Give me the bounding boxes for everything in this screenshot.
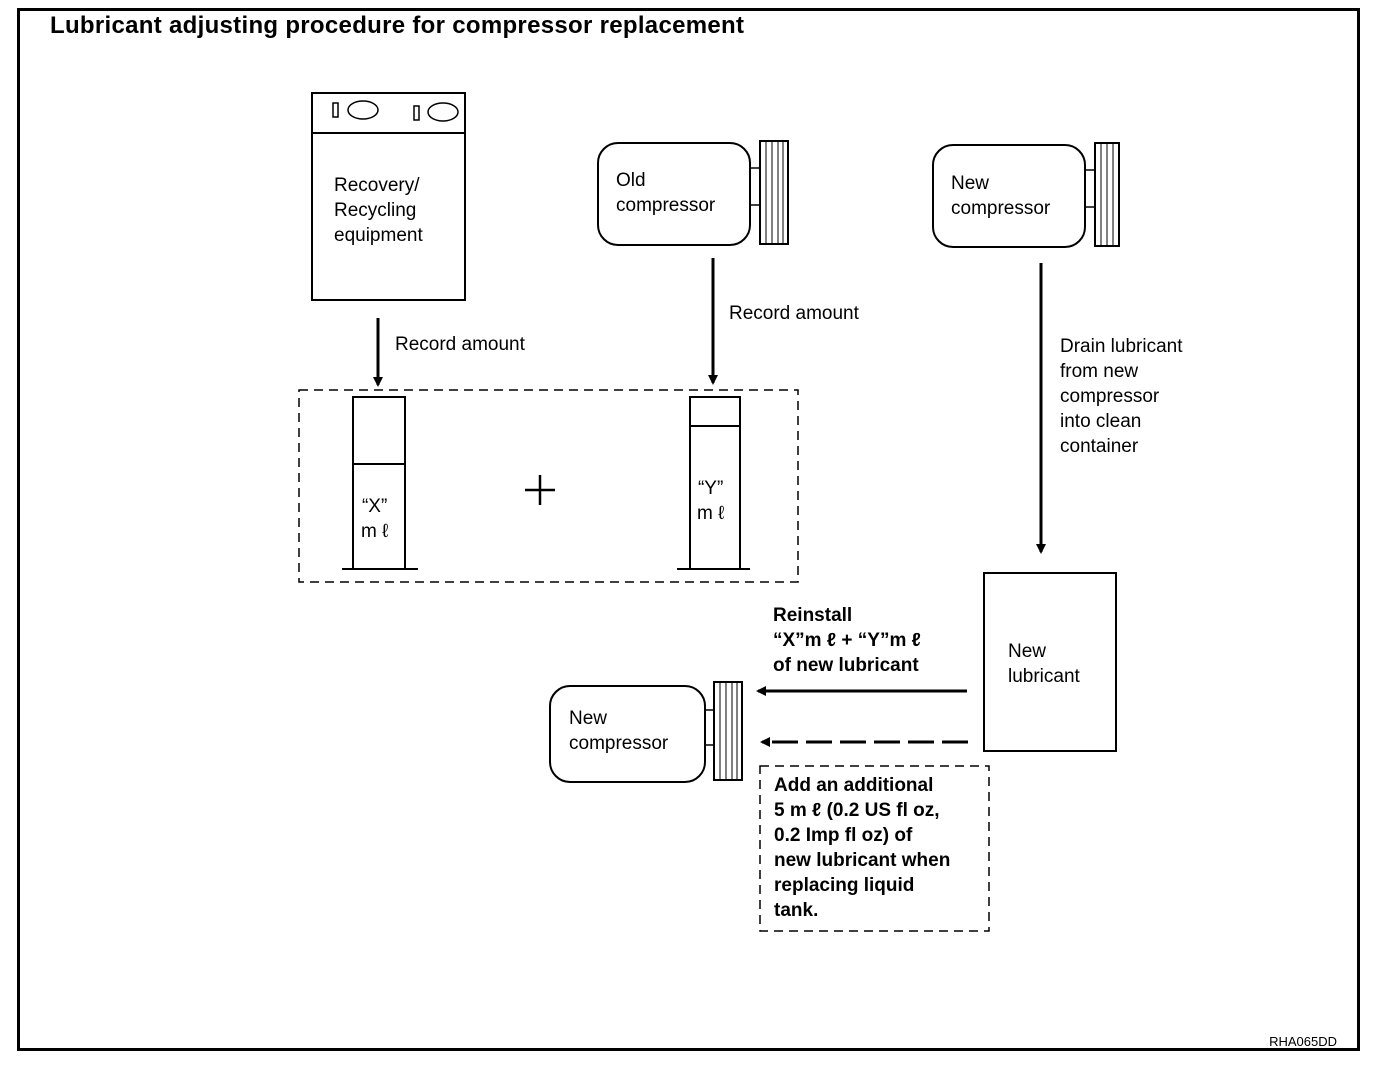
drain-note-label: Drain lubricant from new compressor into… [1060,336,1183,457]
new-lubricant-container [983,572,1117,752]
figure-frame [17,8,1360,1051]
cylinder-x-label: “X” m ℓ [361,496,389,542]
cylinder-y-label: “Y” m ℓ [697,478,725,524]
reinstall-note-label: Reinstall “X”m ℓ + “Y”m ℓ of new lubrica… [773,605,921,676]
cylinder-y-icon [677,396,750,570]
recovery-equipment-label: Recovery/ Recycling equipment [334,175,423,246]
new-compressor-bottom-icon [549,681,743,783]
record-amount-right-label: Record amount [729,303,859,324]
figure-title: Lubricant adjusting procedure for compre… [50,12,745,39]
new-compressor-top-icon [932,142,1120,248]
record-amount-left-label: Record amount [395,334,525,355]
old-compressor-icon [597,140,789,246]
additional-note-label: Add an additional 5 m ℓ (0.2 US fl oz, 0… [774,775,951,921]
new-compressor-top-label: New compressor [951,173,1051,219]
new-compressor-bottom-label: New compressor [569,708,669,754]
new-lubricant-label: New lubricant [1008,641,1080,687]
recovery-equipment-icon [311,92,466,301]
figure-reference-code: RHA065DD [1269,1034,1337,1049]
plus-sign-icon [525,475,555,505]
additional-note-box [759,765,990,932]
old-compressor-label: Old compressor [616,170,716,216]
cylinder-x-icon [342,396,418,570]
